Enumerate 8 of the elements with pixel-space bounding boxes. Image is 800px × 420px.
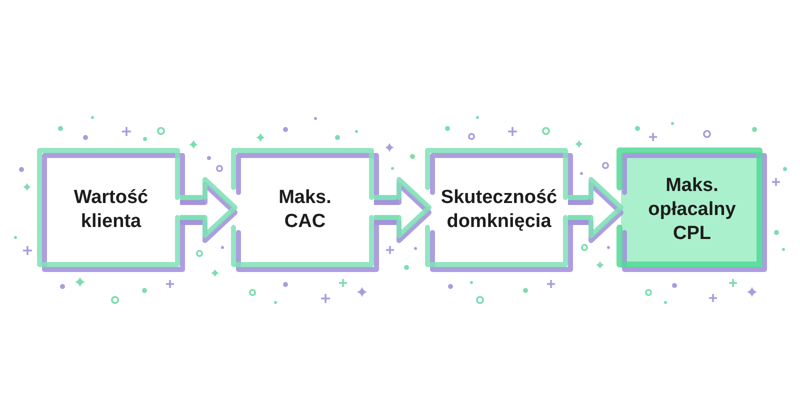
process-box — [37, 148, 185, 272]
box-label: Maks. opłacalny CPL — [647, 174, 737, 246]
box-label: Wartość klienta — [72, 186, 150, 234]
process-box — [231, 148, 379, 272]
process-box — [425, 148, 573, 272]
box-label: Maks. CAC — [278, 186, 332, 234]
box-label: Skuteczność domknięcia — [440, 186, 558, 234]
highlighted-box — [617, 148, 767, 272]
